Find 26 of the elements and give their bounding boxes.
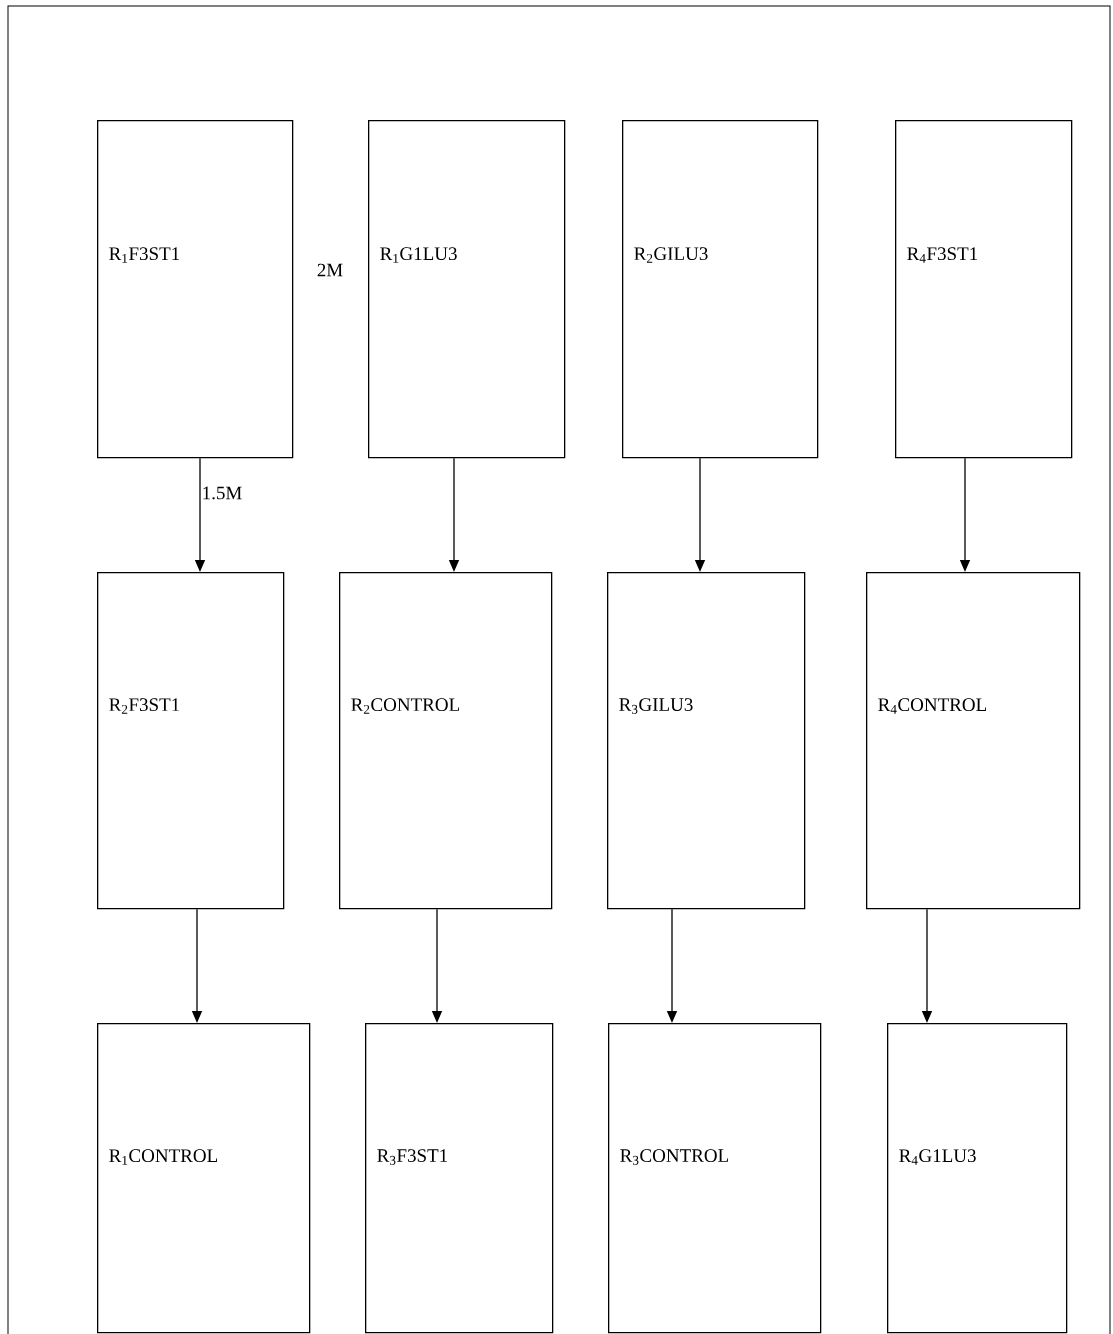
plot-box [97,1023,311,1334]
plot-box [97,120,294,459]
plot-label: R$_{3}$GILU3 [619,698,693,714]
plot-label: R$_{3}$F3ST1 [377,1149,448,1165]
plot-label: R$_{1}$CONTROL [109,1149,218,1165]
plot-box [608,1023,822,1334]
plot-label: R$_{2}$GILU3 [634,247,708,263]
plot-label: R$_{1}$G1LU3 [380,247,457,263]
plot-label: R$_{3}$CONTROL [620,1149,729,1165]
plot-box [339,572,553,910]
plot-box [895,120,1073,459]
plot-label: R$_{4}$CONTROL [878,698,987,714]
plot-box [622,120,819,459]
plot-label: R$_{4}$G1LU3 [899,1149,976,1165]
plot-box [866,572,1081,910]
plot-box [368,120,566,459]
plot-label: R$_{2}$CONTROL [351,698,460,714]
plot-label: R$_{4}$F3ST1 [907,247,978,263]
plot-box [365,1023,554,1334]
plot-box [607,572,806,910]
plot-label: R$_{1}$F3ST1 [109,247,180,263]
plot-box [887,1023,1068,1334]
plot-box [97,572,285,910]
plot-label: R$_{2}$F3ST1 [109,698,180,714]
dimension-label: 2M [317,263,343,277]
dimension-label: 1.5M [203,486,242,500]
